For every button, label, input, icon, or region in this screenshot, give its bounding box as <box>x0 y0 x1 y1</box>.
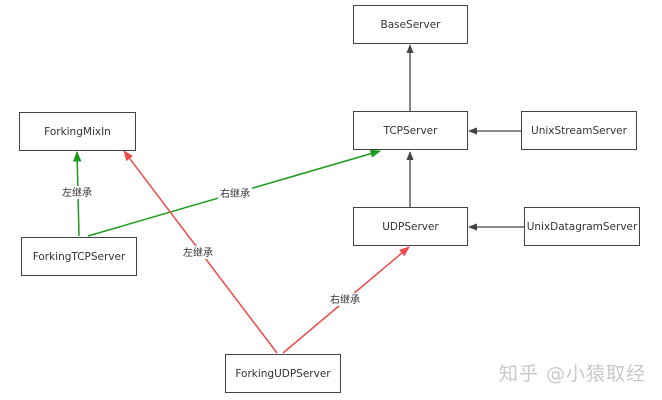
watermark: 知乎 @小猿取经 <box>498 363 646 385</box>
node-unixstreamserver[interactable]: UnixStreamServer <box>521 111 637 150</box>
node-forkingtcpserver[interactable]: ForkingTCPServer <box>21 237 137 276</box>
edge-label-left-inherit-udp: 左继承 <box>183 246 213 259</box>
node-udpserver[interactable]: UDPServer <box>353 207 468 246</box>
edge-label-left-inherit-tcp: 左继承 <box>62 186 92 199</box>
node-baseserver[interactable]: BaseServer <box>353 5 468 44</box>
node-forkingmixin[interactable]: ForkingMixIn <box>19 112 136 151</box>
edge-label-right-inherit-tcp: 右继承 <box>220 187 250 200</box>
node-unixdatagramserver[interactable]: UnixDatagramServer <box>524 207 640 246</box>
edge-label-right-inherit-udp: 右继承 <box>330 293 360 306</box>
node-forkingudpserver[interactable]: ForkingUDPServer <box>225 354 341 393</box>
node-tcpserver[interactable]: TCPServer <box>353 111 468 150</box>
